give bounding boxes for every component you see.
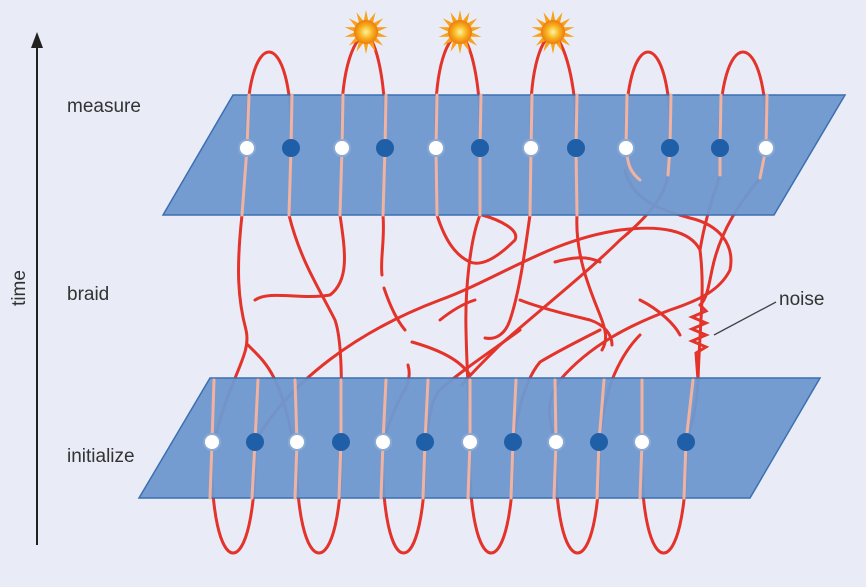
- braid-strand: [435, 213, 518, 265]
- braid-strand: [638, 298, 682, 337]
- noise-pointer: [713, 301, 777, 336]
- particle-filled: [246, 433, 264, 451]
- particle-filled: [332, 433, 350, 451]
- flash-core: [541, 20, 565, 44]
- particle-hollow: [427, 139, 445, 157]
- particle-hollow: [288, 433, 306, 451]
- braid-strand: [483, 213, 532, 340]
- initialize-plane: [137, 377, 822, 499]
- particle-filled: [416, 433, 434, 451]
- particle-filled: [471, 139, 489, 157]
- braid-strand: [410, 340, 472, 377]
- particle-filled: [282, 139, 300, 157]
- braid-strand: [553, 256, 602, 264]
- measure-plane: [161, 94, 847, 216]
- particle-hollow: [203, 433, 221, 451]
- particle-filled: [567, 139, 585, 157]
- particle-hollow: [633, 433, 651, 451]
- particle-filled: [661, 139, 679, 157]
- flash-core: [448, 20, 472, 44]
- braid-strand: [518, 298, 614, 347]
- particle-filled: [504, 433, 522, 451]
- initialize-particles: [203, 433, 695, 451]
- particle-hollow: [522, 139, 540, 157]
- arrow-up-icon: [31, 32, 43, 48]
- flashes: [344, 10, 575, 54]
- braid-strand: [253, 213, 346, 302]
- label-initialize: initialize: [67, 446, 135, 467]
- measure-particles: [238, 139, 775, 157]
- label-measure: measure: [67, 96, 141, 117]
- noise-squiggle: [688, 303, 710, 382]
- time-axis-arrow: [31, 32, 43, 545]
- particle-filled: [677, 433, 695, 451]
- label-noise: noise: [779, 289, 825, 310]
- particle-hollow: [374, 433, 392, 451]
- label-braid: braid: [67, 284, 110, 305]
- flash-core: [354, 20, 378, 44]
- braid-strand: [438, 298, 477, 322]
- braid-strand: [575, 213, 608, 352]
- particle-hollow: [333, 139, 351, 157]
- particle-filled: [376, 139, 394, 157]
- particle-hollow: [757, 139, 775, 157]
- particle-filled: [711, 139, 729, 157]
- label-time: time: [8, 270, 30, 306]
- particle-hollow: [617, 139, 635, 157]
- particle-hollow: [547, 433, 565, 451]
- particle-filled: [590, 433, 608, 451]
- particle-hollow: [461, 433, 479, 451]
- braid-strand: [380, 213, 385, 277]
- braid-strand: [382, 286, 407, 332]
- particle-hollow: [238, 139, 256, 157]
